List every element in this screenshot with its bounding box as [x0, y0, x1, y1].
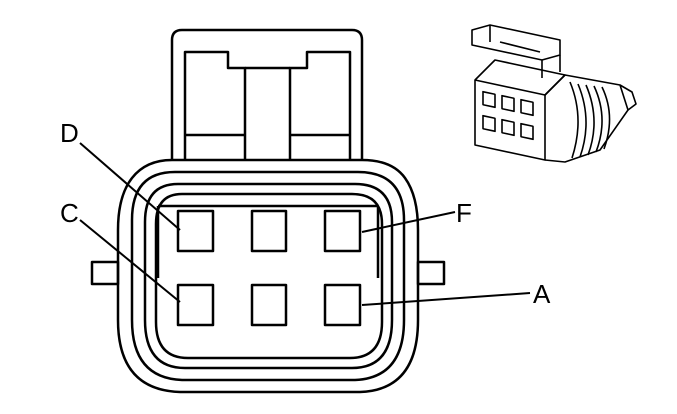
- terminal-cavity-e: [250, 209, 288, 253]
- terminal-cavity-a: [323, 283, 362, 327]
- terminal-cavity-d: [176, 209, 215, 253]
- side-key-left: [90, 260, 120, 286]
- leader-lines: [79, 142, 531, 306]
- leader-line-a: [361, 292, 531, 306]
- locking-tab: [170, 28, 364, 160]
- terminal-cavity-f: [323, 209, 362, 253]
- leader-line-c: [79, 219, 181, 303]
- side-key-right: [416, 260, 446, 286]
- housing-inner-2: [154, 192, 384, 360]
- housing-middle: [130, 170, 406, 382]
- leader-line-f: [361, 211, 456, 233]
- housing-inner: [143, 182, 394, 370]
- callout-label-a: A: [533, 279, 551, 309]
- cavity-frame: [156, 204, 380, 278]
- callout-label-d: D: [60, 118, 79, 148]
- terminal-cavity-c: [176, 283, 215, 327]
- housing-outer: [116, 158, 420, 394]
- callout-label-f: F: [456, 198, 472, 228]
- leader-line-d: [79, 142, 181, 231]
- connector-face-view: [90, 28, 446, 394]
- callout-label-c: C: [60, 198, 79, 228]
- terminal-cavity-b: [250, 283, 288, 327]
- connector-isometric-view: [471, 24, 637, 163]
